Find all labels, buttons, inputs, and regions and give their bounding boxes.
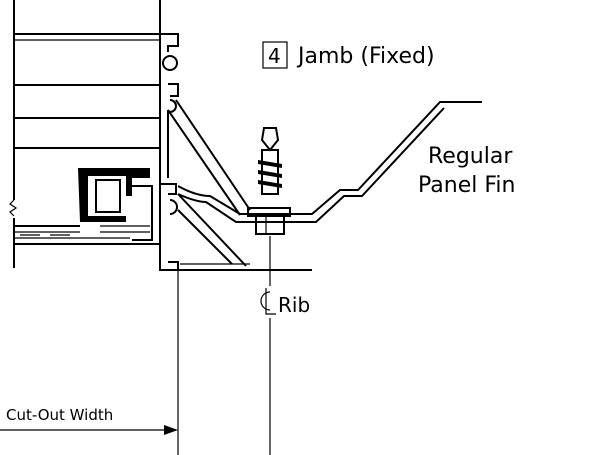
centerline-label: Rib [278,293,310,317]
screw-tip [260,127,280,152]
wall-section [9,0,160,268]
gasket-1 [162,54,178,72]
fin-callout: Regular Panel Fin [418,144,515,198]
frame-extrusion [159,0,312,271]
spacer [95,179,121,213]
cut-out-dimension: Cut-Out Width [0,262,179,455]
gasket-2 [169,99,177,113]
glazing-gasket [78,168,150,222]
screw-threads [258,160,282,188]
centerline-symbol-l [265,288,276,315]
fin-label-line-1: Regular [428,144,513,169]
dimension-arrow-icon [164,425,178,435]
break-line [9,199,18,217]
screw-hex-head [255,215,285,235]
detail-number: 4 [268,44,281,68]
bracket-upper-diagonal-2 [175,99,251,211]
stop [132,185,153,241]
centerline-icon [260,288,276,315]
dimension-label: Cut-Out Width [6,406,113,424]
detail-number-box [262,41,288,69]
fin-profile [177,101,482,215]
sealant-lines [100,225,150,233]
bracket-upper-diagonal [167,109,241,216]
screw-icon [247,127,291,235]
frame-top-lip [160,33,179,52]
centerline-symbol-c [260,291,271,311]
detail-title-group: 4 Jamb (Fixed) [262,41,435,69]
rib-centerline: Rib [260,236,310,455]
screw-shank [261,149,279,195]
glazing-block [78,168,153,241]
gasket-3 [169,199,178,215]
frame-lip-2 [168,83,179,97]
bracket-lower-diagonal-2 [177,209,233,265]
fin-label-line-2: Panel Fin [418,173,515,198]
detail-title: Jamb (Fixed) [296,44,435,69]
fin-profile-inner [177,107,445,223]
support-bracket [167,99,251,267]
bracket-lower-diagonal [177,193,247,267]
panel-fin [177,101,482,223]
frame-lip-3 [160,183,177,195]
